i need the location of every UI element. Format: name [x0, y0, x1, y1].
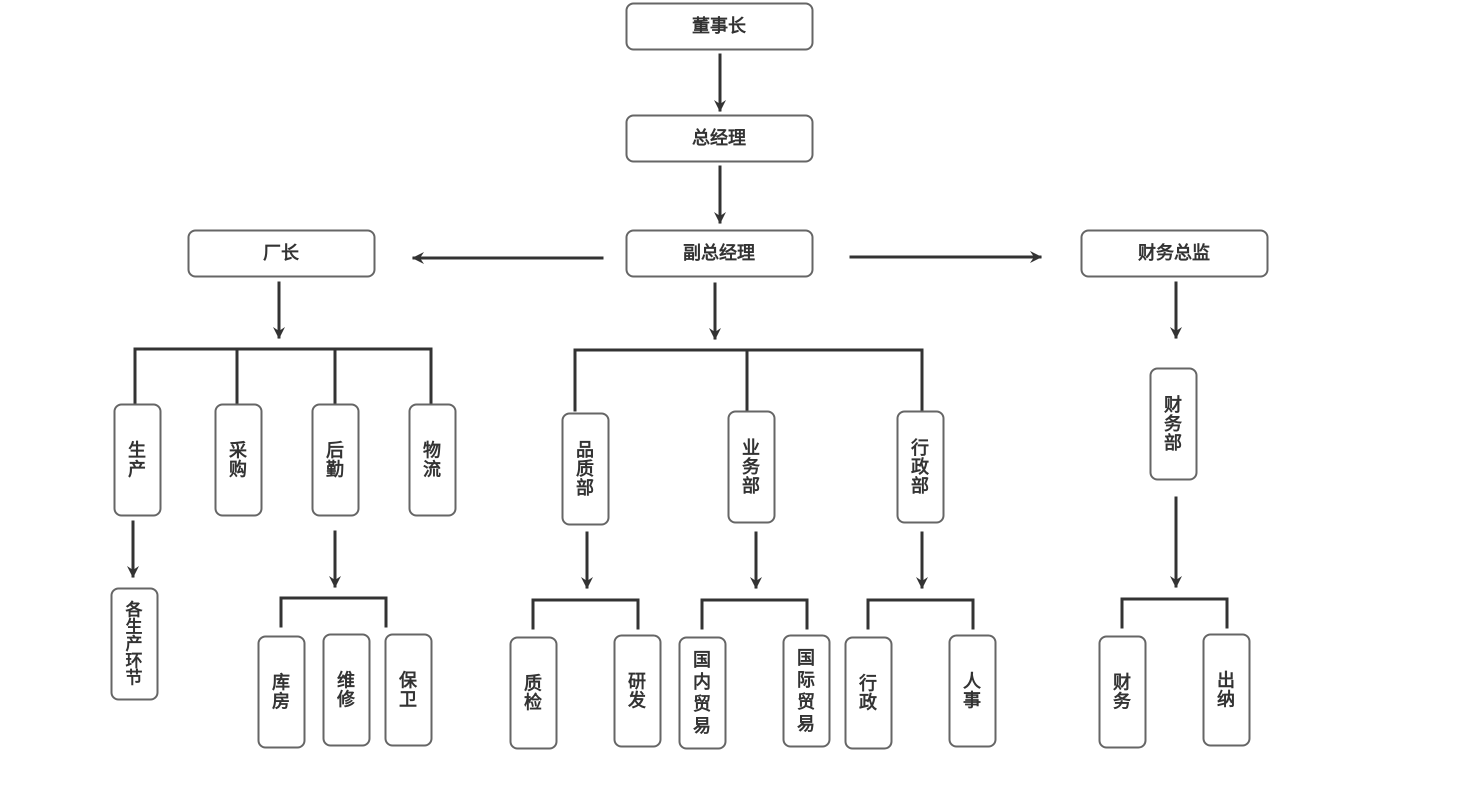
node-box: [110, 587, 159, 701]
node-label: 副总经理: [683, 242, 755, 264]
node-label: 财务总监: [1138, 242, 1210, 264]
node-logistics: 物流: [408, 403, 457, 517]
node-box: [561, 412, 610, 526]
node-box: [625, 229, 814, 278]
node-rnd: 研发: [613, 634, 662, 748]
node-label: 库房: [272, 671, 290, 712]
node-box: [844, 636, 893, 750]
node-box: [782, 634, 831, 748]
node-box: [509, 636, 558, 750]
node-label: 厂长: [263, 243, 300, 264]
node-quality-dept: 品质部: [561, 412, 610, 526]
node-chairman: 董事长: [625, 2, 814, 51]
node-label: 物流: [423, 439, 441, 480]
node-box: [1202, 633, 1251, 747]
node-label: 采购: [228, 440, 248, 480]
node-finance-dept: 财务部: [1149, 367, 1198, 481]
node-label: 后勤: [326, 440, 344, 480]
node-production: 生产: [113, 403, 162, 517]
node-domestic-trade: 国内贸易: [678, 636, 727, 750]
node-cfo: 财务总监: [1080, 229, 1269, 278]
node-warehouse: 库房: [257, 635, 306, 749]
node-label: 财务部: [1164, 394, 1183, 454]
node-label: 行政: [858, 672, 878, 713]
node-label: 国内贸易: [693, 650, 711, 737]
node-label: 国际贸易: [797, 648, 815, 735]
node-box: [311, 403, 360, 517]
node-label: 各生产环节: [125, 600, 144, 689]
node-purchasing: 采购: [214, 403, 263, 517]
node-box: [1098, 635, 1147, 749]
node-deputy-gm: 副总经理: [625, 229, 814, 278]
node-inspection: 质检: [509, 636, 558, 750]
node-label: 保卫: [398, 669, 418, 710]
node-label: 研发: [627, 671, 647, 711]
node-box: [613, 634, 662, 748]
node-security: 保卫: [384, 633, 433, 747]
node-label: 出纳: [1217, 669, 1235, 710]
node-label: 生产: [128, 439, 146, 480]
node-box: [322, 633, 371, 747]
node-box: [113, 403, 162, 517]
node-box: [678, 636, 727, 750]
node-box: [257, 635, 306, 749]
node-label: 品质部: [576, 440, 594, 499]
node-business-dept: 业务部: [727, 410, 776, 524]
node-logistics-support: 后勤: [311, 403, 360, 517]
node-box: [1080, 229, 1269, 278]
node-box: [727, 410, 776, 524]
node-label: 质检: [524, 673, 542, 713]
node-finance: 财务: [1098, 635, 1147, 749]
node-label: 行政部: [910, 437, 930, 497]
node-box: [214, 403, 263, 517]
connectors: [127, 53, 1229, 630]
node-label: 总经理: [692, 127, 746, 149]
node-general-manager: 总经理: [625, 114, 814, 163]
node-box: [1149, 367, 1198, 481]
node-label: 人事: [963, 671, 982, 711]
node-production-stages: 各生产环节: [110, 587, 159, 701]
node-box: [384, 633, 433, 747]
node-box: [948, 634, 997, 748]
node-admin-dept: 行政部: [896, 410, 945, 524]
node-cashier: 出纳: [1202, 633, 1251, 747]
node-box: [408, 403, 457, 517]
node-administration: 行政: [844, 636, 893, 750]
node-box: [625, 114, 814, 163]
node-maintenance: 维修: [322, 633, 371, 747]
node-box: [187, 229, 376, 278]
node-box: [896, 410, 945, 524]
node-hr: 人事: [948, 634, 997, 748]
node-label: 董事长: [692, 15, 747, 37]
node-box: [625, 2, 814, 51]
node-label: 业务部: [742, 438, 761, 497]
node-label: 维修: [336, 669, 356, 710]
node-international-trade: 国际贸易: [782, 634, 831, 748]
node-factory-director: 厂长: [187, 229, 376, 278]
node-label: 财务: [1113, 671, 1132, 712]
